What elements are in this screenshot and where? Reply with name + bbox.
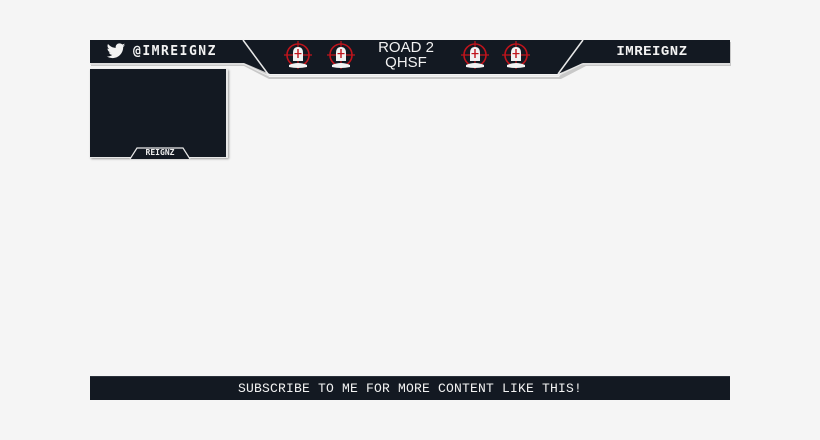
crosshair-knight-icon [284, 41, 312, 69]
twitter-handle: @IMREIGNZ [133, 44, 217, 59]
crosshair-knight-icon [327, 41, 355, 69]
top-bar-frame [90, 39, 731, 79]
webcam-frame [90, 69, 228, 158]
webcam-label: REIGNZ [145, 148, 175, 157]
center-title: ROAD 2 QHSF [370, 40, 442, 70]
bottom-banner-message: SUBSCRIBE TO ME FOR MORE CONTENT LIKE TH… [237, 381, 583, 396]
twitter-bird-icon [106, 43, 126, 59]
center-title-line2: QHSF [385, 54, 427, 71]
center-title-line1: ROAD 2 [378, 39, 434, 56]
crosshair-knight-icon [461, 41, 489, 69]
webcam-label-tab [129, 147, 191, 160]
crosshair-knight-icon [502, 41, 530, 69]
bottom-banner: SUBSCRIBE TO ME FOR MORE CONTENT LIKE TH… [90, 376, 730, 400]
channel-name: IMREIGNZ [616, 44, 688, 60]
